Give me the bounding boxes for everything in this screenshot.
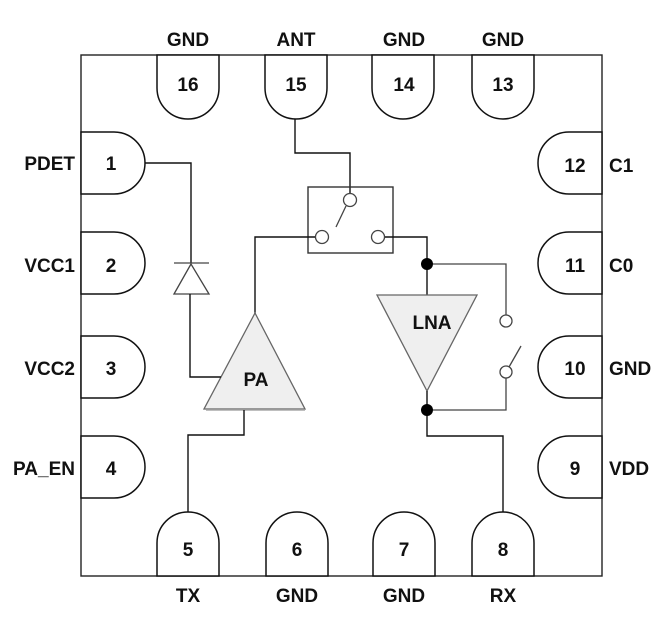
pin-10: 10 GND	[537, 335, 651, 399]
pin-label: GND	[482, 30, 524, 51]
pin-8: 8 RX	[471, 511, 535, 607]
pin-label: TX	[176, 586, 201, 607]
diode-to-pa-wire	[189, 294, 221, 378]
pa-amplifier: PA	[202, 311, 307, 411]
pin-number: 16	[177, 75, 198, 96]
switch-rx-terminal	[370, 229, 386, 245]
pa-output-wire	[254, 236, 315, 314]
pin-label: RX	[490, 586, 517, 607]
detector-diode-icon	[172, 262, 211, 295]
pin-number: 4	[106, 459, 117, 480]
pin-label: VCC1	[24, 256, 75, 277]
pin-label: VCC2	[24, 359, 75, 380]
lna-input-wire	[385, 236, 428, 295]
pin-label: GND	[383, 586, 425, 607]
pin-label: VDD	[609, 459, 649, 480]
switch-box	[307, 186, 394, 254]
pin-14: 14 GND	[371, 30, 435, 120]
switch-tx-terminal	[314, 229, 330, 245]
pin-label: ANT	[276, 30, 315, 51]
pin-number: 13	[492, 75, 513, 96]
ant-wire	[294, 119, 351, 194]
bypass-terminal-top	[499, 314, 513, 328]
pin-4: 4 PA_EN	[13, 435, 146, 499]
pin-number: 10	[564, 359, 585, 380]
lna-amplifier: LNA	[375, 294, 479, 393]
pin-13: 13 GND	[471, 30, 535, 120]
pin-label: GND	[167, 30, 209, 51]
bypass-blade	[508, 345, 522, 368]
pin-number: 14	[393, 75, 415, 96]
pin-9: 9 VDD	[537, 435, 649, 499]
pin-number: 12	[564, 156, 585, 177]
pin-5: 5 TX	[156, 511, 220, 607]
pdet-wire	[145, 162, 192, 263]
switch-common-terminal	[342, 192, 358, 208]
pin-number: 6	[292, 540, 303, 561]
package-outline	[80, 54, 603, 577]
pin-label: GND	[276, 586, 318, 607]
lna-label: LNA	[412, 313, 451, 334]
junction-dot-top	[421, 258, 433, 270]
pin-label: GND	[383, 30, 425, 51]
pin-number: 9	[570, 459, 581, 480]
pa-triangle	[202, 311, 307, 410]
junction-dot-bottom	[421, 404, 433, 416]
pin-16: 16 GND	[156, 30, 220, 120]
rx-wire	[426, 391, 504, 512]
pin-7: 7 GND	[372, 511, 436, 607]
tx-wire	[187, 410, 245, 512]
switch-blade	[335, 205, 347, 228]
pin-2: 2 VCC1	[24, 231, 146, 295]
bypass-wire-top	[433, 263, 507, 316]
pin-label: C0	[609, 256, 633, 277]
pin-label: C1	[609, 156, 634, 177]
lna-triangle	[375, 294, 479, 393]
pin-11: 11 C0	[537, 231, 633, 295]
pa-label: PA	[244, 370, 269, 391]
pin-number: 2	[106, 256, 117, 277]
pin-number: 15	[285, 75, 307, 96]
pin-3: 3 VCC2	[24, 335, 146, 399]
pin-label: PA_EN	[13, 459, 75, 480]
pin-15: 15 ANT	[264, 30, 328, 120]
pin-number: 8	[498, 540, 509, 561]
bypass-terminal-bottom	[499, 365, 513, 379]
pin-label: PDET	[24, 154, 75, 175]
pin-label: GND	[609, 359, 651, 380]
pin-number: 5	[183, 540, 194, 561]
bypass-wire-bottom	[433, 378, 507, 411]
pin-number: 1	[106, 154, 117, 175]
lna-bypass-switch	[433, 263, 522, 411]
antenna-switch	[294, 119, 394, 254]
pin-12: 12 C1	[537, 131, 634, 195]
pin-6: 6 GND	[265, 511, 329, 607]
pin-1: 1 PDET	[24, 131, 146, 195]
pin-number: 7	[399, 540, 410, 561]
pin-number: 3	[106, 359, 117, 380]
pin-number: 11	[565, 256, 586, 277]
